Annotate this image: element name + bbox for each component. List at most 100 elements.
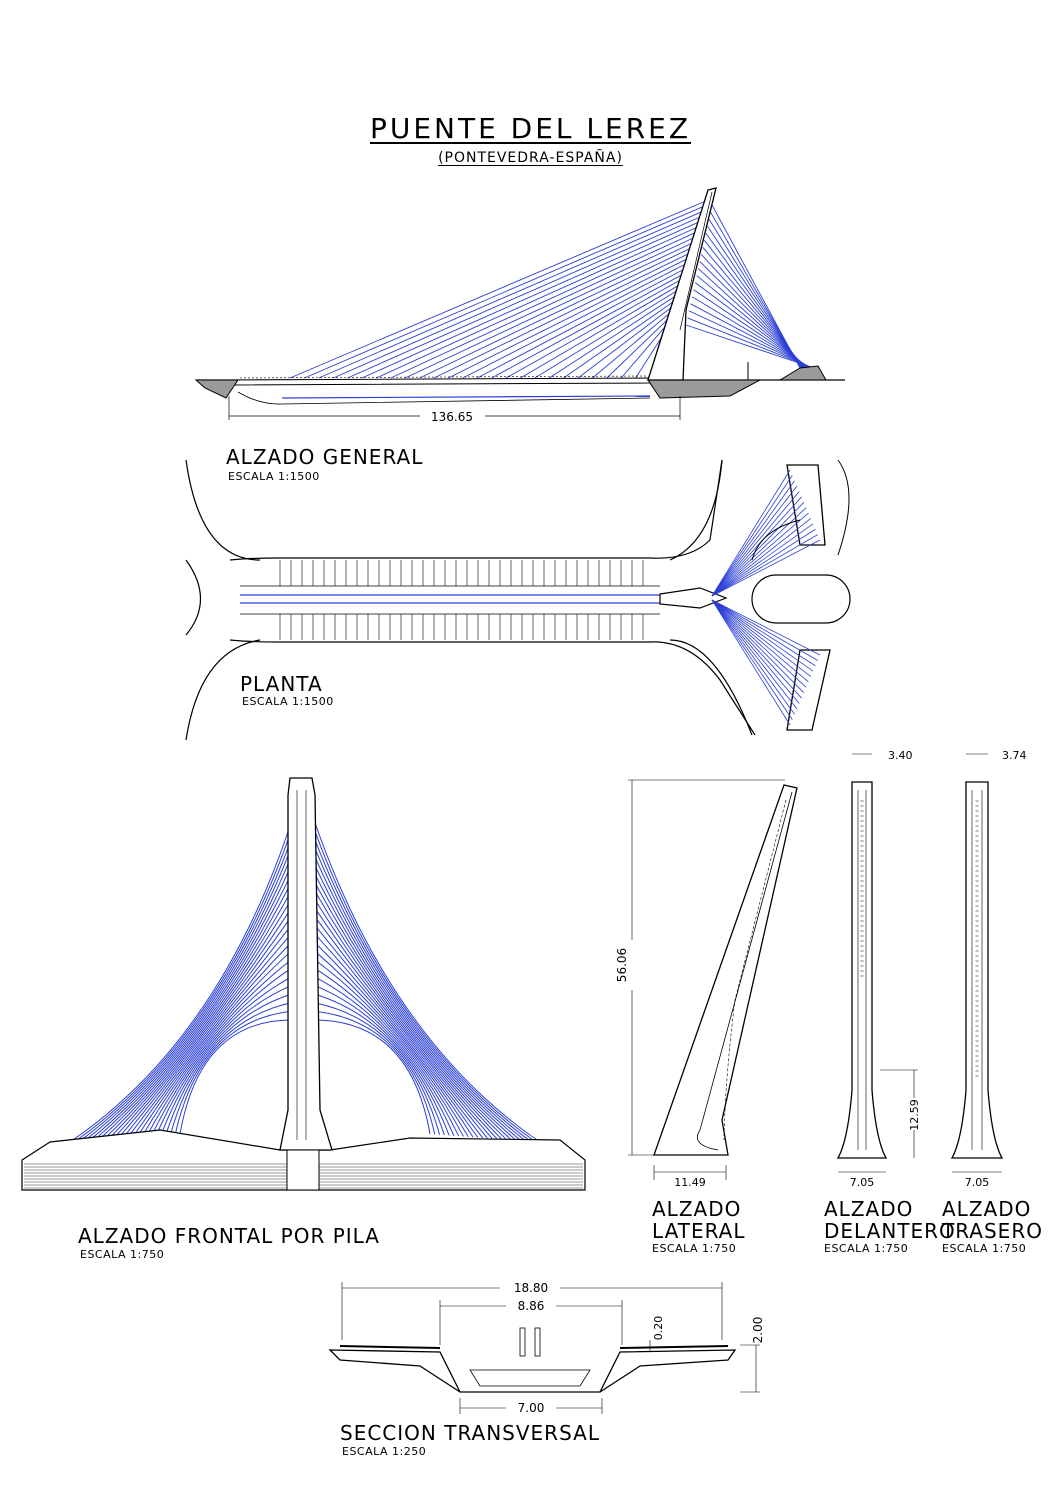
plan-cable <box>711 599 809 683</box>
plan-cable <box>711 599 816 667</box>
plan-cable <box>711 496 802 597</box>
general-back-stay-cables <box>289 199 709 379</box>
alzado-trasero-label-2: TRASERO <box>942 1219 1043 1243</box>
stay-cable <box>548 293 680 379</box>
front-cable <box>313 976 455 1136</box>
front-cable <box>165 993 293 1136</box>
stay-cable <box>333 215 704 379</box>
front-top-dimension: 3.40 <box>888 749 913 762</box>
front-cable <box>313 854 522 1141</box>
back-stay-cable <box>685 324 815 369</box>
front-cable <box>126 924 293 1139</box>
plan-cable <box>711 599 791 726</box>
front-cable <box>313 1002 441 1135</box>
stay-cable <box>318 209 705 379</box>
front-cable <box>107 889 293 1140</box>
plan-cable <box>711 534 818 597</box>
back-stay-cable <box>694 282 810 369</box>
stay-cable <box>491 272 686 379</box>
front-cable <box>131 932 293 1138</box>
front-cable <box>313 863 517 1141</box>
stay-cable <box>304 204 707 379</box>
stay-cable <box>563 298 678 379</box>
alzado-trasero-label-1: ALZADO <box>942 1197 1032 1221</box>
section-bottom-dimension: 7.00 <box>518 1401 545 1415</box>
alzado-frontal-drawing <box>21 777 586 1191</box>
plan-cable <box>711 528 816 597</box>
plan-cable <box>711 480 795 597</box>
front-cable <box>313 1010 436 1135</box>
front-cable <box>112 898 293 1140</box>
front-cable <box>313 837 531 1142</box>
back-stay-cable <box>697 268 808 369</box>
front-cable <box>155 976 293 1136</box>
plan-cable <box>711 469 791 597</box>
front-cable <box>88 854 293 1141</box>
alzado-lateral-drawing: 56.06 11.49 <box>615 779 798 1189</box>
front-cable <box>313 845 526 1142</box>
stay-cable <box>376 230 699 379</box>
drawing-subtitle: (PONTEVEDRA-ESPAÑA) <box>438 150 623 166</box>
right-abutment <box>647 379 761 399</box>
front-cable <box>146 958 293 1137</box>
water-line <box>281 395 651 399</box>
back-stay-cable <box>696 275 809 369</box>
front-cable <box>160 984 293 1136</box>
general-front-stay-cables <box>685 204 815 369</box>
seccion-transversal-drawing: 18.80 8.86 7.00 2.00 0.20 <box>328 1281 765 1415</box>
front-cable <box>313 932 479 1138</box>
stay-cable <box>592 308 675 379</box>
front-cable <box>150 967 293 1137</box>
plan-cable <box>711 485 798 597</box>
stay-cable <box>534 288 682 379</box>
front-cable <box>84 845 293 1142</box>
front-cable <box>313 1019 431 1135</box>
alzado-delantero-label-2: DELANTERO <box>824 1219 956 1243</box>
stay-cable <box>462 261 690 379</box>
front-cable <box>313 967 460 1137</box>
front-cable <box>74 828 293 1143</box>
front-cable <box>313 871 512 1141</box>
span-dimension: 136.65 <box>431 410 473 424</box>
section-total-dimension: 18.80 <box>514 1281 548 1295</box>
alzado-frontal-label: ALZADO FRONTAL POR PILA <box>78 1224 380 1248</box>
back-stay-cable <box>702 247 806 369</box>
front-cable <box>313 993 445 1136</box>
plan-cable <box>711 539 821 597</box>
alzado-frontal-scale: ESCALA 1:750 <box>80 1248 165 1261</box>
stay-cable <box>390 235 697 379</box>
plan-cable <box>711 523 814 597</box>
seccion-scale: ESCALA 1:250 <box>342 1445 427 1458</box>
back-stay-cable <box>699 261 807 369</box>
plan-cable <box>711 491 800 597</box>
front-stay-cables <box>69 819 541 1143</box>
front-cable <box>169 1002 293 1135</box>
rear-base-dimension: 7.05 <box>965 1176 990 1189</box>
front-cable <box>79 837 293 1142</box>
front-cable <box>141 950 293 1138</box>
back-stay-cable <box>691 296 811 369</box>
plan-cable <box>711 599 798 710</box>
plan-cable <box>711 599 818 661</box>
back-stay-cable <box>687 317 814 369</box>
alzado-lateral-scale: ESCALA 1:750 <box>652 1242 737 1255</box>
seccion-label: SECCION TRANSVERSAL <box>340 1421 600 1445</box>
section-small-dimension: 0.20 <box>652 1316 665 1341</box>
alzado-trasero-scale: ESCALA 1:750 <box>942 1242 1027 1255</box>
front-cable <box>98 871 293 1141</box>
plan-cable <box>711 518 812 597</box>
front-cable <box>174 1010 293 1135</box>
stay-cable <box>505 277 685 379</box>
planta-drawing <box>185 459 851 741</box>
stay-cable <box>476 267 688 379</box>
front-cable <box>103 880 293 1140</box>
general-pylon <box>647 187 717 381</box>
front-cable <box>313 889 503 1140</box>
plan-cable <box>711 599 795 715</box>
plan-cable <box>711 512 809 597</box>
section-height-dimension: 2.00 <box>751 1317 765 1344</box>
front-base-dimension: 7.05 <box>850 1176 875 1189</box>
front-cable <box>313 924 484 1139</box>
alzado-general-scale: ESCALA 1:1500 <box>228 470 320 483</box>
front-cable <box>313 941 474 1138</box>
